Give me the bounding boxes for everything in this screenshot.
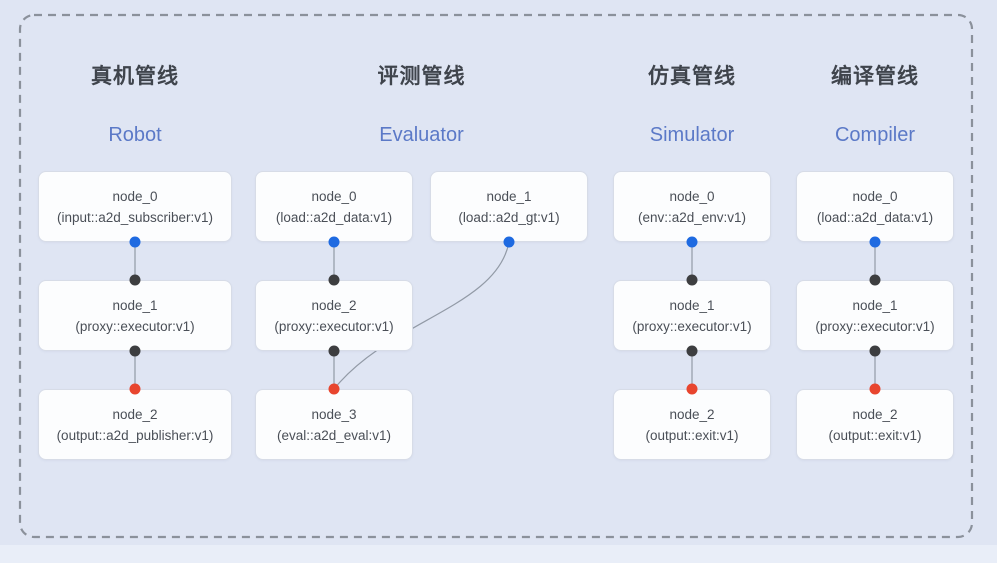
node-type: (output::a2d_publisher:v1) (56, 427, 214, 443)
connector-lines (134, 241, 876, 390)
node-name: node_2 (669, 406, 715, 422)
node-name: node_0 (852, 188, 898, 204)
input-port-dot-black (686, 274, 698, 286)
node-type: (output::exit:v1) (645, 427, 739, 443)
node-type: (load::a2d_data:v1) (275, 209, 393, 225)
node-name: node_3 (311, 406, 357, 422)
node-box-evaluator-node1: node_1 (load::a2d_gt:v1) (430, 171, 588, 242)
pipeline-title-zh-compiler: 编译管线 (831, 65, 919, 88)
node-box-robot-node2: node_2 (output::a2d_publisher:v1) (38, 389, 232, 460)
node-name: node_0 (669, 188, 715, 204)
node-type: (proxy::executor:v1) (274, 318, 394, 334)
input-port-dot-red (129, 383, 141, 395)
node-box-simulator-node2: node_2 (output::exit:v1) (613, 389, 771, 460)
node-name: node_2 (311, 297, 357, 313)
node-name: node_1 (669, 297, 715, 313)
dashed-frame (18, 13, 974, 539)
pipeline-title-en-simulator: Simulator (649, 124, 735, 146)
input-port-dot-black (129, 274, 141, 286)
edge-eval-n1-n3-curve (333, 241, 510, 390)
output-port-dot-blue (503, 236, 515, 248)
node-name: node_2 (852, 406, 898, 422)
output-port-dot-blue (869, 236, 881, 248)
node-name: node_0 (112, 188, 158, 204)
input-port-dot-black (328, 274, 340, 286)
output-port-dot-blue (129, 236, 141, 248)
node-type: (output::exit:v1) (828, 427, 922, 443)
output-port-dot-blue (686, 236, 698, 248)
node-box-compiler-node0: node_0 (load::a2d_data:v1) (796, 171, 954, 242)
node-box-simulator-node1: node_1 (proxy::executor:v1) (613, 280, 771, 351)
output-port-dot-black (129, 345, 141, 357)
node-box-robot-node1: node_1 (proxy::executor:v1) (38, 280, 232, 351)
pipeline-title-en-robot: Robot (108, 124, 162, 146)
node-box-compiler-node1: node_1 (proxy::executor:v1) (796, 280, 954, 351)
input-port-dot-black (869, 274, 881, 286)
node-box-evaluator-node3: node_3 (eval::a2d_eval:v1) (255, 389, 413, 460)
pipeline-title-zh-evaluator: 评测管线 (377, 65, 466, 88)
pipeline-title-zh-simulator: 仿真管线 (648, 65, 736, 88)
node-box-robot-node0: node_0 (input::a2d_subscriber:v1) (38, 171, 232, 242)
node-type: (proxy::executor:v1) (632, 318, 752, 334)
pipeline-title-zh-robot: 真机管线 (91, 65, 179, 88)
input-port-dot-red (869, 383, 881, 395)
node-name: node_1 (486, 188, 532, 204)
pipeline-title-en-compiler: Compiler (834, 124, 916, 146)
node-box-compiler-node2: node_2 (output::exit:v1) (796, 389, 954, 460)
input-port-dot-red (686, 383, 698, 395)
node-box-evaluator-node2: node_2 (proxy::executor:v1) (255, 280, 413, 351)
node-name: node_1 (112, 297, 158, 313)
node-type: (load::a2d_data:v1) (816, 209, 934, 225)
node-box-simulator-node0: node_0 (env::a2d_env:v1) (613, 171, 771, 242)
output-port-dot-black (328, 345, 340, 357)
output-port-dot-blue (328, 236, 340, 248)
node-type: (proxy::executor:v1) (75, 318, 195, 334)
node-name: node_1 (852, 297, 898, 313)
node-type: (proxy::executor:v1) (815, 318, 935, 334)
pipeline-title-en-evaluator: Evaluator (379, 124, 464, 146)
node-type: (env::a2d_env:v1) (637, 209, 747, 225)
node-name: node_0 (311, 188, 357, 204)
output-port-dot-black (686, 345, 698, 357)
node-type: (load::a2d_gt:v1) (458, 209, 560, 225)
input-port-dot-red (328, 383, 340, 395)
node-name: node_2 (112, 406, 158, 422)
output-port-dot-black (869, 345, 881, 357)
node-box-evaluator-node0: node_0 (load::a2d_data:v1) (255, 171, 413, 242)
node-type: (input::a2d_subscriber:v1) (56, 209, 214, 225)
node-type: (eval::a2d_eval:v1) (276, 427, 392, 443)
